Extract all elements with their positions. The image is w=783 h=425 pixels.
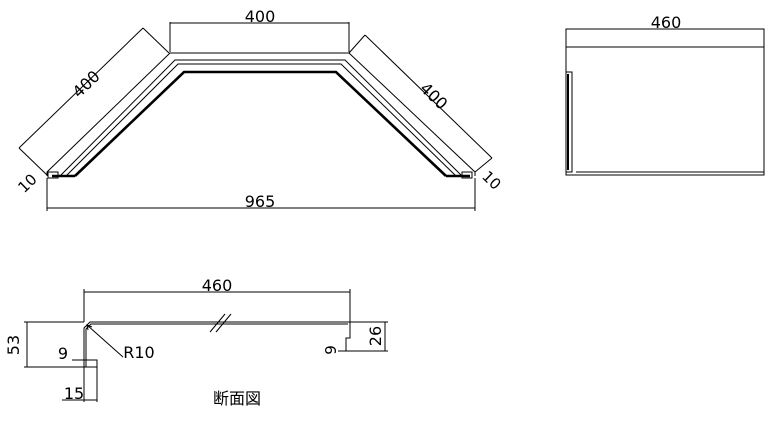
dim-radius-leader — [86, 324, 124, 358]
dim-overall-width-label: 965 — [245, 192, 276, 211]
dim-left-slope-ext-bottom — [18, 147, 48, 176]
plan-inner-rim-2 — [65, 63, 457, 177]
plan-outer-outline — [46, 52, 476, 176]
dim-left-slope-ext-top — [142, 27, 170, 54]
section-front-lip — [84, 359, 98, 368]
side-view: 460 — [565, 13, 765, 176]
plan-right-end-block — [461, 171, 473, 179]
dim-right-slope-line — [364, 34, 493, 159]
section-profile — [83, 321, 351, 367]
section-caption: 断面図 — [213, 389, 261, 408]
dim-side-depth-label: 460 — [651, 13, 682, 32]
dim-section-depth-label: 460 — [202, 276, 233, 295]
dim-radius-label: R10 — [123, 343, 154, 362]
dim-right-slope-ext-top — [348, 34, 366, 54]
dim-right-side-label: 400 — [416, 79, 451, 114]
side-front-lip — [565, 71, 573, 173]
plan-bottom-edge — [74, 70, 447, 177]
section-break-mark-2 — [215, 313, 232, 333]
dim-lip-front-label: 9 — [58, 344, 68, 363]
dim-back-lip-label: 9 — [322, 345, 340, 355]
section-view: 460 53 9 R10 15 9 26 断面図 — [4, 276, 388, 408]
dim-left-end-label: 10 — [14, 170, 40, 196]
dim-back-height-label: 26 — [366, 326, 385, 346]
dim-top-width-label: 400 — [245, 7, 276, 26]
dim-left-slope-line — [18, 27, 144, 149]
plan-view: 400 400 400 10 10 965 — [14, 7, 505, 211]
dim-right-slope-ext-bottom — [474, 157, 493, 173]
dim-radius-arrowhead — [86, 324, 93, 331]
dim-right-end-label: 10 — [478, 167, 504, 193]
plan-left-end-block — [47, 171, 59, 179]
side-outline — [565, 28, 765, 176]
dim-height-label: 53 — [4, 335, 23, 355]
dim-lip-width-label: 15 — [64, 384, 84, 403]
plan-inner-rim — [59, 59, 463, 177]
section-break-mark-1 — [209, 313, 226, 333]
dim-left-side-label: 400 — [69, 67, 104, 102]
